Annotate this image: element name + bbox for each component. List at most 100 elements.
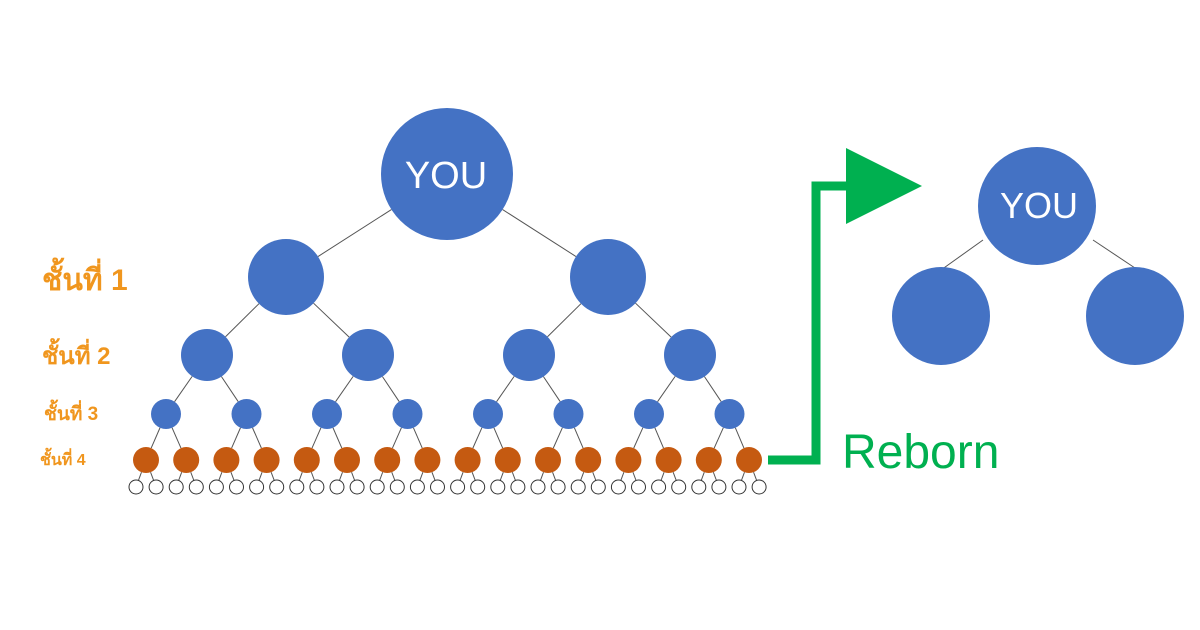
level-5-node (671, 479, 687, 495)
level-5-node (229, 479, 244, 495)
tree-connector (150, 472, 155, 481)
level-4-node (615, 447, 642, 473)
tree-connector (539, 472, 544, 481)
level-5-node (208, 479, 224, 495)
level-5-node (389, 479, 405, 495)
tree-connector (298, 472, 303, 481)
level-5-node (430, 479, 445, 495)
tree-connector (412, 427, 423, 449)
tree-connector (740, 472, 745, 481)
tree-connector (137, 472, 142, 481)
level-5-node (530, 479, 546, 495)
level-5-node (269, 479, 285, 495)
tree-connector (499, 472, 504, 481)
level-2-node (181, 329, 233, 381)
level-3-node (312, 399, 342, 429)
level-4-node (213, 447, 240, 473)
tree-connector (580, 472, 585, 481)
tree-connector (431, 472, 436, 481)
level-5-node (369, 479, 385, 495)
tree-connector (543, 376, 561, 402)
reborn-left-child-node (892, 267, 990, 365)
tree-connector (502, 209, 577, 257)
level-3-node (231, 399, 262, 429)
tree-connector (335, 376, 354, 402)
level-5-node (751, 479, 767, 495)
level-4-node (414, 447, 441, 473)
tree-nodes (128, 108, 767, 495)
level-5-node (731, 479, 747, 495)
tree-connector (633, 427, 644, 449)
tree-connector (552, 427, 563, 449)
tree-connector (338, 472, 343, 481)
level-2-node (664, 329, 716, 381)
tree-connector (635, 302, 672, 338)
tree-connector (230, 472, 235, 481)
tree-connector (252, 427, 262, 449)
level-2-label: ชั้นที่ 2 (42, 337, 111, 370)
level-5-node (329, 479, 345, 495)
level-5-node (610, 479, 626, 495)
level-1-node (248, 239, 324, 315)
reborn-arrow-head-icon (846, 148, 922, 224)
level-3-node (151, 399, 181, 429)
level-5-node (409, 479, 425, 495)
level-3-label: ชั้นที่ 3 (44, 399, 98, 425)
reborn-arrow-line (768, 181, 852, 465)
tree-connector (382, 376, 400, 402)
tree-connector (270, 472, 275, 481)
tree-connector (231, 427, 241, 449)
tree-connector (471, 472, 476, 481)
level-3-node (553, 399, 584, 429)
level-1-label: ชั้นที่ 1 (42, 257, 128, 297)
level-4-node (736, 447, 762, 473)
tree-connector (552, 472, 557, 481)
reborn-connector-left (940, 239, 984, 271)
tree-connector (672, 472, 677, 481)
level-4-node (253, 447, 280, 473)
reborn-root-node (978, 147, 1096, 265)
level-5-node (309, 479, 325, 495)
tree-connector (493, 427, 504, 449)
level-1-node (570, 239, 646, 315)
level-4-node (695, 447, 722, 473)
level-4-node (535, 447, 561, 473)
tree-connector (654, 427, 664, 449)
tree-connector (712, 472, 717, 481)
tree-connector (178, 472, 183, 481)
level-5-node (128, 479, 144, 495)
level-3-node (473, 399, 503, 429)
level-3-node (714, 399, 745, 429)
level-5-node (550, 479, 566, 495)
level-5-node (289, 479, 305, 495)
tree-connector (511, 472, 516, 481)
level-5-node (148, 479, 164, 495)
tree-connector (632, 472, 637, 481)
tree-connector (496, 376, 515, 402)
level-5-node (570, 479, 586, 495)
level-5-node (450, 479, 466, 495)
level-4-label: ชั้นที่ 4 (40, 447, 86, 469)
level-4-node (374, 447, 401, 473)
level-5-node (349, 479, 365, 495)
level-4-node (655, 447, 682, 473)
level-5-node (651, 479, 667, 495)
level-5-node (510, 479, 526, 495)
level-5-node (631, 479, 646, 495)
tree-connector (472, 427, 483, 449)
level-4-node (293, 447, 320, 473)
tree-connector (332, 427, 343, 449)
level-4-node (133, 447, 159, 473)
tree-connector-lines (137, 209, 758, 481)
level-4-node (575, 447, 602, 473)
level-5-node (691, 479, 707, 495)
tree-connector (150, 427, 161, 449)
tree-connector (258, 472, 263, 481)
level-4-node (334, 447, 360, 473)
level-4-node (173, 447, 200, 473)
tree-connector (311, 427, 322, 449)
level-5-node (188, 479, 204, 495)
level-4-node (454, 447, 481, 473)
tree-connector (190, 472, 195, 481)
tree-connector (317, 209, 392, 257)
